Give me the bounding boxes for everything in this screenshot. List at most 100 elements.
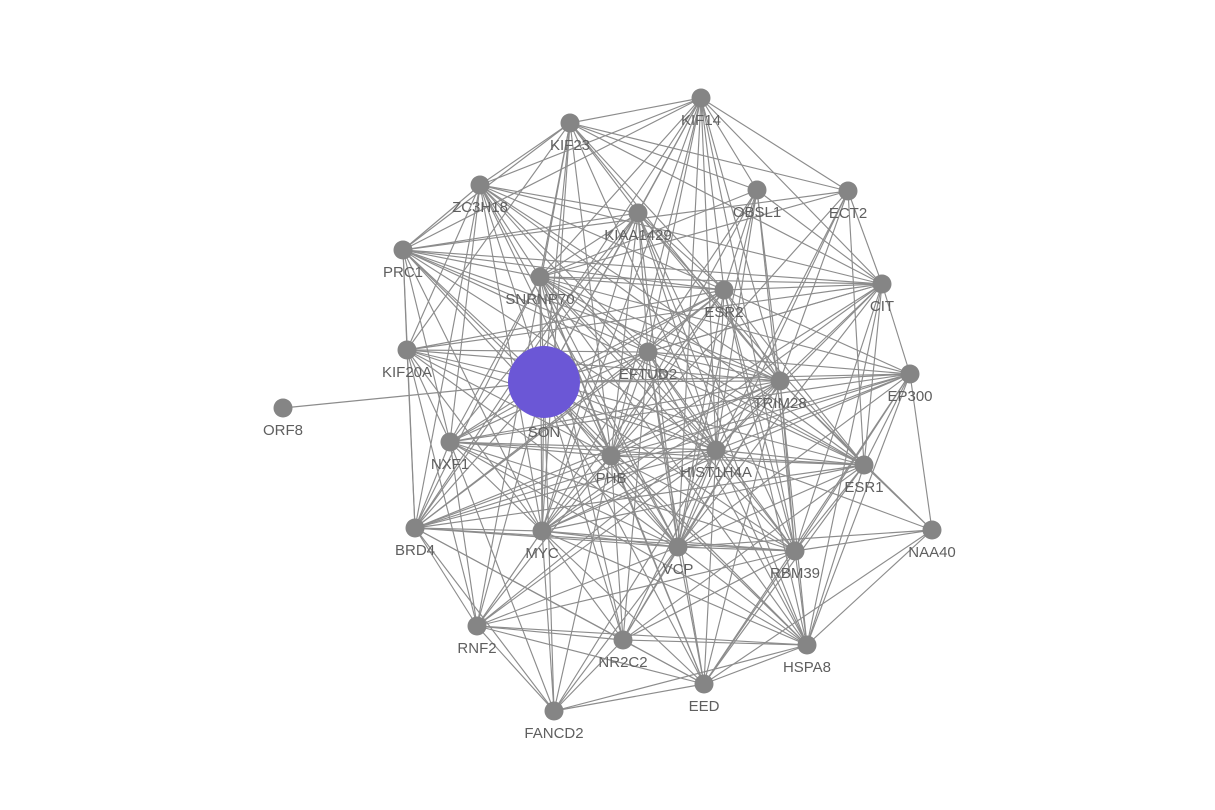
node-naa40[interactable] xyxy=(922,520,942,540)
edge-myc-eed xyxy=(541,530,705,685)
node-son[interactable] xyxy=(508,346,580,418)
edge-esr2-cit xyxy=(723,283,883,291)
edge-eftud2-phb xyxy=(610,351,649,457)
edge-phb-esr1 xyxy=(610,455,865,466)
edge-kif23-obsl1 xyxy=(569,122,758,191)
node-kif23[interactable] xyxy=(560,113,580,133)
edge-kiaa1429-trim28 xyxy=(637,212,781,382)
node-hspa8[interactable] xyxy=(797,635,817,655)
node-phb[interactable] xyxy=(601,446,621,466)
edge-rbm39-eed xyxy=(703,550,796,685)
edge-phb-fancd2 xyxy=(553,455,612,712)
node-fancd2[interactable] xyxy=(544,701,564,721)
edge-phb-rbm39 xyxy=(610,455,796,552)
node-label-fancd2: FANCD2 xyxy=(524,725,583,742)
edge-phb-rnf2 xyxy=(476,455,612,627)
node-ep300[interactable] xyxy=(900,364,920,384)
node-label-ect2: ECT2 xyxy=(829,205,867,222)
edge-zc3h18-myc xyxy=(479,184,543,532)
edge-prc1-eftud2 xyxy=(402,249,649,353)
node-kiaa1429[interactable] xyxy=(628,203,648,223)
edge-prc1-esr2 xyxy=(402,249,725,291)
node-ect2[interactable] xyxy=(838,181,858,201)
node-kif20a[interactable] xyxy=(397,340,417,360)
edge-kif23-trim28 xyxy=(569,122,781,382)
edge-esr1-eed xyxy=(703,464,865,685)
edge-phb-brd4 xyxy=(414,455,612,529)
edge-prc1-snrnp70 xyxy=(402,249,541,278)
node-rnf2[interactable] xyxy=(467,616,487,636)
edge-snrnp70-ep300 xyxy=(539,276,911,375)
edge-cit-rbm39 xyxy=(794,283,883,552)
edge-zc3h18-prc1 xyxy=(402,184,481,251)
edge-zc3h18-nxf1 xyxy=(449,184,481,443)
node-vcp[interactable] xyxy=(668,537,688,557)
edge-eftud2-esr1 xyxy=(647,351,865,466)
edge-rbm39-hspa8 xyxy=(794,550,808,646)
edge-hist1h4a-esr1 xyxy=(715,449,865,466)
edge-zc3h18-esr2 xyxy=(479,184,725,291)
node-orf8[interactable] xyxy=(273,398,293,418)
edge-snrnp70-vcp xyxy=(539,276,679,548)
node-cit[interactable] xyxy=(872,274,892,294)
node-snrnp70[interactable] xyxy=(530,267,550,287)
edge-kif20a-vcp xyxy=(406,349,679,548)
node-nr2c2[interactable] xyxy=(613,630,633,650)
edge-kif20a-nxf1 xyxy=(406,349,451,443)
edge-eftud2-hist1h4a xyxy=(647,351,717,451)
edge-esr2-myc xyxy=(541,289,725,532)
edge-obsl1-cit xyxy=(756,189,883,285)
edge-kif14-eftud2 xyxy=(647,97,702,353)
node-eftud2[interactable] xyxy=(638,342,658,362)
edge-myc-rbm39 xyxy=(541,530,796,552)
edge-hist1h4a-myc xyxy=(541,449,717,532)
edge-esr2-phb xyxy=(610,289,725,457)
edge-son-nr2c2 xyxy=(543,381,624,641)
node-label-nr2c2: NR2C2 xyxy=(598,654,647,671)
node-esr2[interactable] xyxy=(714,280,734,300)
node-label-myc: MYC xyxy=(525,545,559,562)
node-trim28[interactable] xyxy=(770,371,790,391)
edge-kif23-ect2 xyxy=(569,122,849,192)
node-esr1[interactable] xyxy=(854,455,874,475)
edge-esr1-naa40 xyxy=(863,464,933,531)
edge-prc1-myc xyxy=(402,249,543,532)
edge-trim28-phb xyxy=(610,380,781,457)
edge-kif14-kiaa1429 xyxy=(637,97,702,214)
edge-rnf2-eed xyxy=(476,625,705,685)
node-myc[interactable] xyxy=(532,521,552,541)
edge-obsl1-vcp xyxy=(677,189,758,548)
node-kif14[interactable] xyxy=(691,88,711,108)
edge-hist1h4a-eed xyxy=(703,449,717,685)
node-eed[interactable] xyxy=(694,674,714,694)
edge-esr2-esr1 xyxy=(723,289,865,466)
edge-ep300-brd4 xyxy=(414,373,911,529)
edge-ect2-prc1 xyxy=(402,190,849,251)
edge-hist1h4a-vcp xyxy=(677,449,717,548)
node-rbm39[interactable] xyxy=(785,541,805,561)
edge-rbm39-rnf2 xyxy=(476,550,796,627)
node-prc1[interactable] xyxy=(393,240,413,260)
edge-esr1-brd4 xyxy=(414,464,865,529)
node-zc3h18[interactable] xyxy=(470,175,490,195)
node-nxf1[interactable] xyxy=(440,432,460,452)
node-hist1h4a[interactable] xyxy=(706,440,726,460)
edge-obsl1-rbm39 xyxy=(756,189,796,552)
edge-phb-myc xyxy=(541,455,612,532)
edge-snrnp70-cit xyxy=(539,276,883,285)
edge-cit-eftud2 xyxy=(647,283,883,353)
edge-trim28-rnf2 xyxy=(476,380,781,627)
edge-hist1h4a-naa40 xyxy=(715,449,933,531)
node-brd4[interactable] xyxy=(405,518,425,538)
edge-vcp-rbm39 xyxy=(677,546,796,552)
edge-myc-hspa8 xyxy=(541,530,808,646)
node-label-cit: CIT xyxy=(870,298,894,315)
edge-snrnp70-brd4 xyxy=(414,276,541,529)
node-obsl1[interactable] xyxy=(747,180,767,200)
edge-zc3h18-eftud2 xyxy=(479,184,649,353)
edge-kiaa1429-phb xyxy=(610,212,639,457)
edge-myc-rnf2 xyxy=(476,530,543,627)
node-label-naa40: NAA40 xyxy=(908,544,956,561)
edge-ep300-esr1 xyxy=(863,373,911,466)
